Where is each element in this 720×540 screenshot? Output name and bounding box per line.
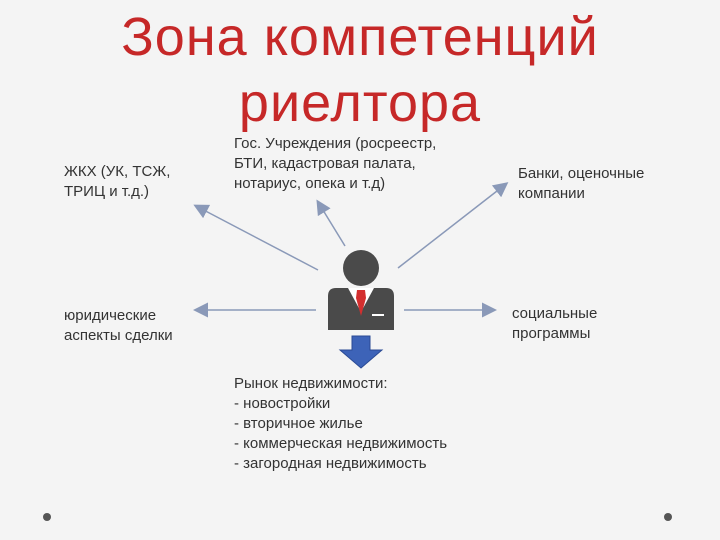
node-text-line: программы — [512, 325, 591, 342]
node-text-line: компании — [518, 185, 585, 202]
node-text-line: - коммерческая недвижимость — [234, 435, 448, 452]
node-text-line: БТИ, кадастровая палата, — [234, 155, 416, 172]
node-legal: юридические аспекты сделки — [64, 306, 173, 346]
title-line-1: Зона компетенций — [121, 7, 599, 67]
node-text-line: - новостройки — [234, 395, 331, 412]
node-text-line: ТРИЦ и т.д.) — [64, 183, 150, 200]
node-text-line: юридические — [64, 307, 157, 324]
node-text-line: Банки, оценочные — [518, 165, 645, 182]
node-government: Гос. Учреждения (росреестр, БТИ, кадастр… — [234, 134, 436, 194]
slide-corner-dot-right — [664, 513, 672, 521]
page-title: Зона компетенций риелтора — [0, 4, 720, 136]
connector-banks — [397, 182, 509, 269]
node-real-estate-market: Рынок недвижимости: - новостройки - втор… — [234, 374, 447, 474]
node-text-line: - вторичное жилье — [234, 415, 363, 432]
node-text-line: аспекты сделки — [64, 327, 173, 344]
node-text-line: ЖКХ (УК, ТСЖ, — [64, 163, 171, 180]
node-text-line: Гос. Учреждения (росреестр, — [234, 135, 437, 152]
connector-zhkh — [193, 204, 319, 271]
person-icon — [328, 250, 394, 330]
slide-corner-dot-left — [43, 513, 51, 521]
node-text-line: - загородная недвижимость — [234, 455, 427, 472]
node-text-line: социальные — [512, 305, 598, 322]
down-arrow-icon — [338, 335, 384, 369]
node-banks: Банки, оценочные компании — [518, 164, 644, 204]
node-text-line: нотариус, опека и т.д) — [234, 175, 386, 192]
node-text-line: Рынок недвижимости: — [234, 375, 388, 392]
node-social: социальные программы — [512, 304, 597, 344]
connector-gov — [316, 199, 346, 247]
title-line-2: риелтора — [238, 73, 482, 133]
node-housing-services: ЖКХ (УК, ТСЖ, ТРИЦ и т.д.) — [64, 162, 170, 202]
